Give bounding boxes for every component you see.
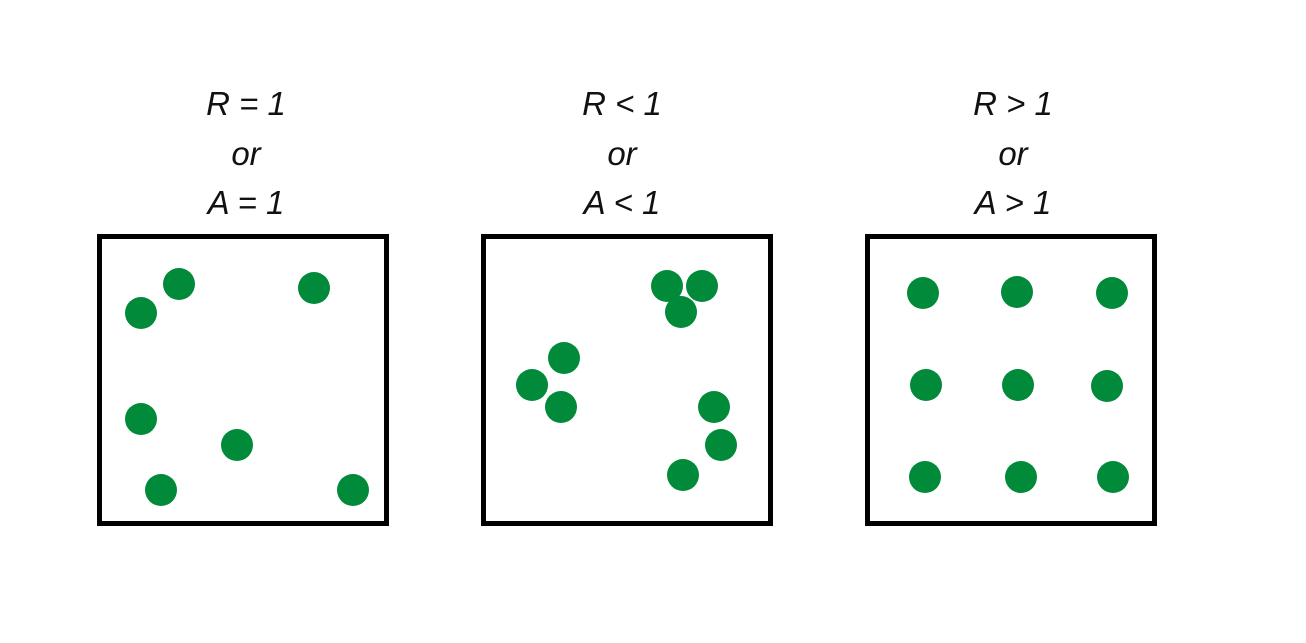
point-dot [1002,369,1034,401]
panel-label-line2: or [998,135,1028,172]
point-dot [667,459,699,491]
point-dot [909,461,941,493]
point-dot [163,268,195,300]
point-dot [337,474,369,506]
point-dot [298,272,330,304]
point-dot [145,474,177,506]
point-dot [1096,277,1128,309]
point-dot [698,391,730,423]
panel-label-line1: R = 1 [206,85,286,122]
pattern-box-dispersed [865,234,1157,526]
point-dot [1005,461,1037,493]
point-dot [665,296,697,328]
point-dot [125,403,157,435]
point-dot [221,429,253,461]
panel-label-line2: or [231,135,261,172]
panel-label-line2: or [607,135,637,172]
point-dot [1091,370,1123,402]
panel-clustered: R < 1 or A < 1 [462,0,782,643]
panel-label-line3: A = 1 [207,184,285,221]
panel-random: R = 1 or A = 1 [86,0,406,643]
panel-label-line1: R > 1 [973,85,1053,122]
panel-label-line3: A < 1 [583,184,661,221]
point-dot [545,391,577,423]
panel-dispersed: R > 1 or A > 1 [853,0,1173,643]
pattern-box-clustered [481,234,773,526]
point-dot [125,297,157,329]
panel-label-line3: A > 1 [974,184,1052,221]
pattern-box-random [97,234,389,526]
point-dot [1001,276,1033,308]
point-dot [705,429,737,461]
point-dot [910,369,942,401]
point-dot [516,369,548,401]
panel-label-line1: R < 1 [582,85,662,122]
point-dot [907,277,939,309]
point-dot [548,342,580,374]
point-dot [1097,461,1129,493]
point-dot [686,270,718,302]
